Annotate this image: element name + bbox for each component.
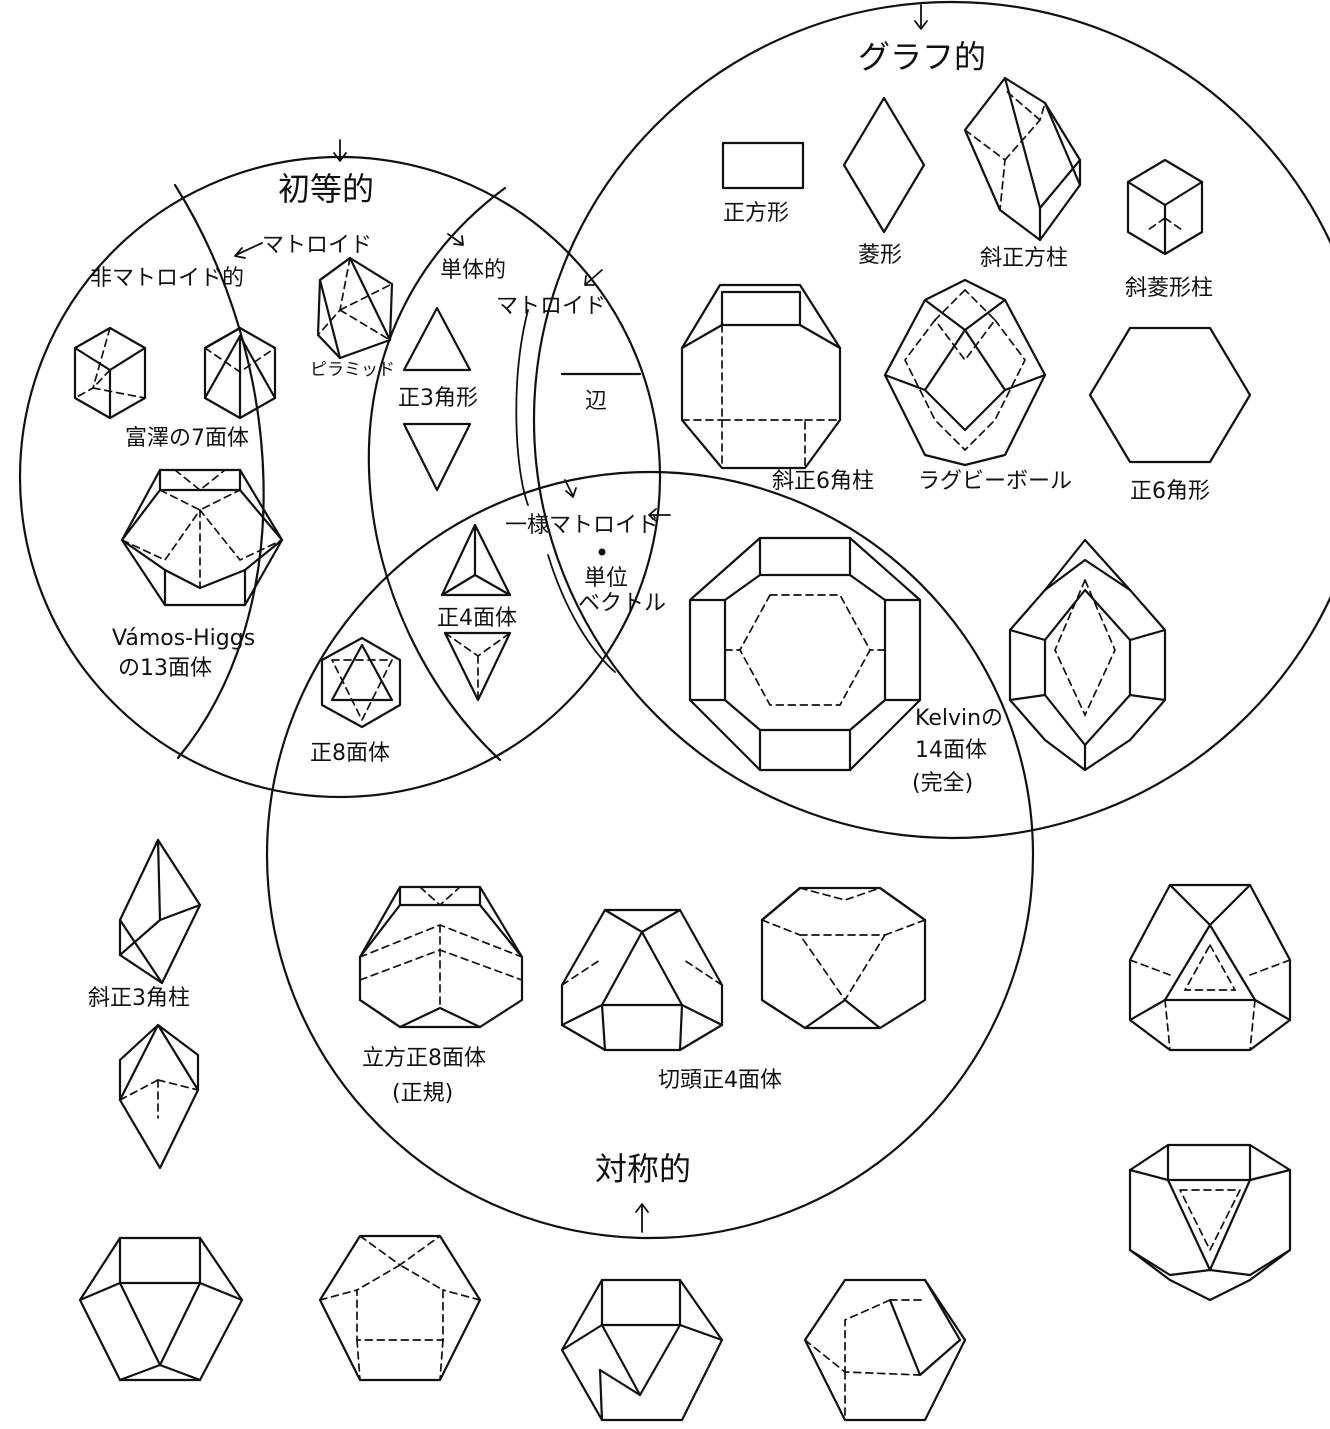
oblique-hex-prism-label: 斜正6角柱 [772,469,874,494]
vamos-label-1: Vámos-Higgs [112,626,255,651]
rhombus-figure [844,98,924,232]
octahedron-figure [322,638,400,727]
arrow-symmetric [636,1204,648,1232]
cuboctahedron-label-1: 立方正8面体 [362,1046,486,1071]
symmetric-title: 対称的 [595,1150,691,1188]
triangle-up-figure [404,308,470,370]
non-matroid-label: 非マトロイド的 [90,266,244,291]
cuboctahedron-figure [360,887,522,1027]
matroid-boundary-line [516,310,528,505]
oblique-square-prism-label: 斜正方柱 [980,246,1068,271]
oblique-tri-prism-label: 斜正3角柱 [88,986,190,1011]
arrow-uniform [565,480,576,497]
vamos-label-2: の13面体 [118,656,212,681]
unit-vector-dot [599,549,606,556]
tetrahedron-figure-2 [445,633,510,700]
simplicial-label: 単体的 [440,258,506,283]
matroid-arrow-label: マトロイド [262,233,372,258]
arrow-nonmatroid [235,243,262,258]
unit-vector-label-1: 単位 [584,566,628,591]
graph-title: グラフ的 [858,38,986,76]
kelvin-figure-1 [690,538,920,770]
regular-hexagon-label: 正6角形 [1130,479,1210,504]
edge-label: 辺 [585,389,607,414]
outside-polyhedron-1 [80,1238,242,1380]
trunc-tetra-figure-2 [762,888,925,1028]
oblique-square-prism-figure [965,78,1080,240]
tomizawa-label: 富澤の7面体 [125,426,249,451]
uniform-matroid-label: 一様マトロイド [505,513,659,538]
outside-polyhedron-6 [1130,1145,1290,1300]
oblique-tri-prism-figure-1 [120,840,200,983]
tomizawa-figure-1 [75,328,145,418]
elementary-title: 初等的 [278,170,374,208]
arrow-graph [915,5,927,29]
tetrahedron-figure-1 [442,525,510,595]
kelvin-label-2: 14面体 [915,738,987,763]
rugby-ball-label: ラグビーボール [918,469,1072,494]
outside-polyhedron-2 [320,1236,480,1380]
kelvin-label-3: (完全) [912,771,973,796]
pyramid-label: ピラミッド [310,360,395,380]
triangle-down-figure [404,424,470,490]
rhombus-label: 菱形 [858,243,902,268]
vamos-figure [122,470,282,605]
outside-polyhedron-5 [1130,885,1290,1050]
tomizawa-figure-2 [205,328,275,418]
oblique-tri-prism-figure-2 [120,1025,198,1168]
symmetric-circle [267,472,1033,1238]
tetrahedron-label: 正4面体 [437,606,517,631]
regular-hexagon-figure [1090,328,1250,462]
trunc-tetra-figure-1 [562,910,722,1050]
triangle-label: 正3角形 [398,386,478,411]
kelvin-label-1: Kelvinの [915,706,1003,731]
oblique-rhombic-prism-label: 斜菱形柱 [1125,276,1213,301]
outside-polyhedron-4 [805,1280,965,1420]
square-label: 正方形 [723,201,789,226]
outside-polyhedron-3 [562,1280,722,1420]
pyramid-figure [318,258,392,358]
octahedron-label: 正8面体 [310,741,390,766]
oblique-rhombic-prism-figure [1128,160,1202,254]
rugby-ball-figure [885,280,1045,465]
square-figure [723,143,803,188]
unit-vector-label-2: ベクトル [578,591,666,616]
oblique-hex-prism-figure [682,285,840,468]
trunc-tetra-label: 切頭正4面体 [658,1068,782,1093]
matroid-label: マトロイド [496,294,606,319]
cuboctahedron-label-2: (正規) [392,1081,453,1106]
kelvin-figure-2 [1010,540,1165,770]
